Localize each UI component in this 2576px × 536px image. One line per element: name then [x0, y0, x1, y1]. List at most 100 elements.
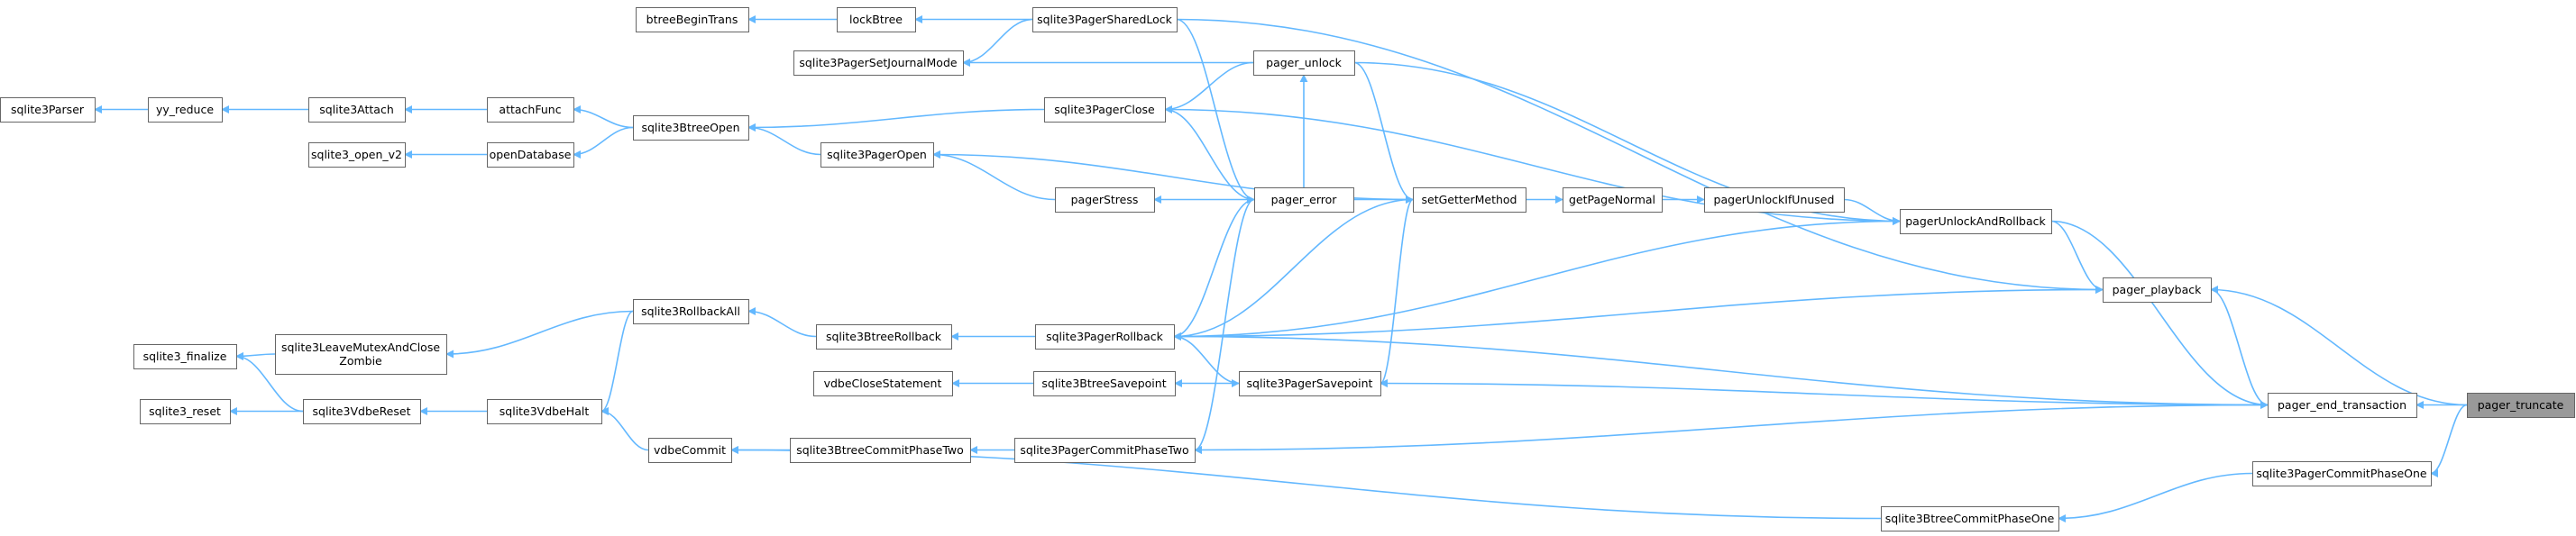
node-label: sqlite3PagerSavepoint [1247, 377, 1373, 390]
node-box [633, 299, 749, 324]
node-pagerUnlockIfUnused[interactable]: pagerUnlockIfUnused [1704, 187, 1845, 213]
edge-pager_error-to-sqlite3PagerCommitPhaseTwo [1194, 198, 1255, 454]
node-sqlite3_finalize[interactable]: sqlite3_finalize [133, 344, 237, 369]
node-label: setGetterMethod [1422, 193, 1517, 206]
node-label: yy_reduce [156, 103, 214, 116]
node-box [1044, 97, 1166, 123]
edge-pager_error-to-sqlite3PagerRollback [1173, 198, 1255, 341]
node-label: pager_end_transaction [2278, 398, 2406, 412]
node-label: Zombie [339, 354, 382, 368]
node-pager_error[interactable]: pager_error [1254, 187, 1354, 213]
node-setGetterMethod[interactable]: setGetterMethod [1413, 187, 1526, 213]
edge-sqlite3PagerSharedLock-to-pager_error [1176, 18, 1255, 204]
node-sqlite3Attach[interactable]: sqlite3Attach [308, 97, 406, 123]
edge-sqlite3RollbackAll-to-sqlite3LeaveMutexAndCloseZombie [445, 310, 634, 359]
edge-pager_truncate-to-pager_playback [2210, 286, 2468, 406]
node-label: openDatabase [490, 148, 572, 161]
node-pager_end_transaction[interactable]: pager_end_transaction [2268, 393, 2417, 418]
node-box [1253, 50, 1355, 76]
node-pager_truncate[interactable]: pager_truncate [2467, 393, 2575, 418]
node-box [1239, 371, 1381, 396]
node-sqlite3PagerCommitPhaseTwo[interactable]: sqlite3PagerCommitPhaseTwo [1014, 438, 1196, 463]
edge-pagerUnlockAndRollback-to-pager_end_transaction [2050, 220, 2269, 409]
edge-sqlite3RollbackAll-to-sqlite3VdbeHalt [600, 310, 634, 415]
edge-vdbeCommit-to-sqlite3VdbeHalt [600, 407, 649, 451]
edge-sqlite3PagerOpen-to-sqlite3BtreeOpen [747, 123, 821, 156]
node-box [648, 438, 732, 463]
node-sqlite3_open_v2[interactable]: sqlite3_open_v2 [308, 142, 406, 168]
edge-sqlite3PagerClose-to-sqlite3BtreeOpen [747, 108, 1045, 132]
node-label: sqlite3BtreeCommitPhaseTwo [796, 443, 964, 457]
node-label: sqlite3PagerOpen [827, 148, 927, 161]
node-sqlite3BtreeSavepoint[interactable]: sqlite3BtreeSavepoint [1033, 371, 1176, 396]
node-label: sqlite3PagerCommitPhaseOne [2256, 467, 2427, 480]
node-label: sqlite3_reset [149, 404, 221, 418]
edge-pager_playback-to-pager_end_transaction [2210, 288, 2269, 409]
node-box [1035, 324, 1175, 350]
edge-pager_end_transaction-to-sqlite3PagerSavepoint [1380, 379, 2269, 406]
node-openDatabase[interactable]: openDatabase [487, 142, 574, 168]
node-label: pager_error [1271, 193, 1338, 206]
node-label: sqlite3LeaveMutexAndClose [281, 341, 440, 354]
node-btreeBeginTrans[interactable]: btreeBeginTrans [636, 7, 749, 32]
node-box [275, 334, 447, 375]
node-pager_playback[interactable]: pager_playback [2103, 277, 2212, 303]
node-vdbeCommit[interactable]: vdbeCommit [648, 438, 732, 463]
node-label: sqlite3Attach [319, 103, 394, 116]
node-label: pager_truncate [2478, 398, 2564, 412]
edge-sqlite3PagerRollback-to-pager_playback [1173, 286, 2104, 338]
node-sqlite3PagerSharedLock[interactable]: sqlite3PagerSharedLock [1032, 7, 1178, 32]
node-sqlite3RollbackAll[interactable]: sqlite3RollbackAll [633, 299, 749, 324]
node-sqlite3BtreeOpen[interactable]: sqlite3BtreeOpen [633, 115, 749, 141]
node-sqlite3PagerCommitPhaseOne[interactable]: sqlite3PagerCommitPhaseOne [2252, 461, 2432, 486]
edge-setGetterMethod-to-sqlite3PagerRollback [1173, 198, 1414, 341]
node-box [2268, 393, 2417, 418]
node-label: sqlite3PagerCommitPhaseTwo [1020, 443, 1188, 457]
node-sqlite3PagerClose[interactable]: sqlite3PagerClose [1044, 97, 1166, 123]
edge-sqlite3BtreeOpen-to-attachFunc [573, 105, 634, 129]
node-pagerStress[interactable]: pagerStress [1055, 187, 1155, 213]
node-attachFunc[interactable]: attachFunc [487, 97, 574, 123]
node-yy_reduce[interactable]: yy_reduce [148, 97, 223, 123]
node-sqlite3PagerSetJournalMode[interactable]: sqlite3PagerSetJournalMode [793, 50, 964, 76]
node-box [133, 344, 237, 369]
node-box [2103, 277, 2212, 303]
node-box [308, 97, 406, 123]
edge-pagerUnlockAndRollback-to-pager_playback [2050, 220, 2104, 294]
node-sqlite3_reset[interactable]: sqlite3_reset [140, 399, 231, 424]
node-getPageNormal[interactable]: getPageNormal [1563, 187, 1663, 213]
node-box [790, 438, 971, 463]
node-box [2252, 461, 2432, 486]
node-sqlite3BtreeCommitPhaseOne[interactable]: sqlite3BtreeCommitPhaseOne [1881, 506, 2059, 531]
node-box [1032, 7, 1178, 32]
edge-sqlite3PagerSharedLock-to-pager_playback [1176, 18, 2104, 294]
node-lockBtree[interactable]: lockBtree [837, 7, 916, 32]
node-sqlite3BtreeRollback[interactable]: sqlite3BtreeRollback [816, 324, 952, 350]
node-sqlite3VdbeHalt[interactable]: sqlite3VdbeHalt [487, 399, 602, 424]
node-label: attachFunc [499, 103, 561, 116]
node-sqlite3PagerRollback[interactable]: sqlite3PagerRollback [1035, 324, 1175, 350]
node-label: sqlite3RollbackAll [641, 304, 740, 318]
node-box [487, 399, 602, 424]
node-box [1033, 371, 1176, 396]
edge-sqlite3PagerCommitPhaseOne-to-sqlite3BtreeCommitPhaseOne [2058, 472, 2253, 522]
node-sqlite3BtreeCommitPhaseTwo[interactable]: sqlite3BtreeCommitPhaseTwo [790, 438, 971, 463]
node-label: pager_unlock [1266, 56, 1342, 69]
edge-layer [94, 15, 2468, 522]
node-label: vdbeCommit [654, 443, 726, 457]
node-sqlite3PagerOpen[interactable]: sqlite3PagerOpen [820, 142, 934, 168]
node-sqlite3PagerSavepoint[interactable]: sqlite3PagerSavepoint [1239, 371, 1381, 396]
node-box [820, 142, 934, 168]
edge-sqlite3PagerClose-to-pager_error [1164, 108, 1255, 204]
node-sqlite3VdbeReset[interactable]: sqlite3VdbeReset [303, 399, 421, 424]
node-label: sqlite3BtreeRollback [826, 330, 942, 343]
node-box [1413, 187, 1526, 213]
node-box [1055, 187, 1155, 213]
node-box [1563, 187, 1663, 213]
node-sqlite3Parser[interactable]: sqlite3Parser [0, 97, 96, 123]
node-pagerUnlockAndRollback[interactable]: pagerUnlockAndRollback [1900, 209, 2052, 234]
node-pager_unlock[interactable]: pager_unlock [1253, 50, 1355, 76]
node-vdbeCloseStatement[interactable]: vdbeCloseStatement [813, 371, 953, 396]
edge-sqlite3PagerRollback-to-pagerUnlockAndRollback [1173, 217, 1901, 338]
